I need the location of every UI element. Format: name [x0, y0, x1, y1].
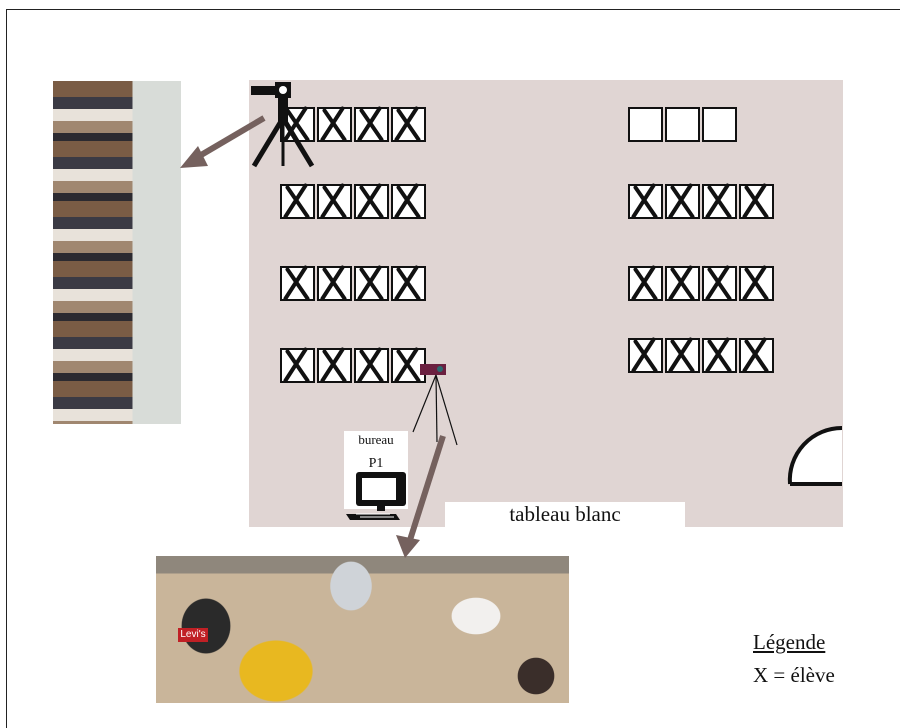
student-mark — [668, 183, 695, 219]
arrow-to-side-photo — [180, 115, 266, 168]
student-mark — [742, 265, 769, 301]
student-mark — [320, 265, 347, 301]
legend-title: Légende — [753, 630, 826, 654]
video-camera-icon — [412, 364, 458, 446]
whiteboard-label: tableau blanc — [445, 502, 685, 527]
student-mark — [357, 265, 384, 301]
student-mark — [283, 347, 310, 383]
student-mark — [320, 347, 347, 383]
student-mark — [394, 183, 421, 219]
student-mark — [283, 265, 310, 301]
student-mark — [742, 183, 769, 219]
computer-icon — [346, 472, 406, 520]
student-mark — [705, 337, 732, 373]
page-frame — [6, 9, 900, 728]
student-mark — [357, 183, 384, 219]
student-mark — [705, 183, 732, 219]
student-mark — [320, 106, 347, 142]
student-mark — [668, 337, 695, 373]
student-mark — [394, 265, 421, 301]
student-mark — [357, 106, 384, 142]
shirt-logo: Levi's — [178, 628, 208, 642]
student-mark — [705, 265, 732, 301]
teacher-desk-label: bureau — [358, 432, 394, 447]
student-mark — [631, 183, 658, 219]
arrow-to-front-photo — [396, 435, 446, 558]
desk — [628, 107, 663, 142]
door-arc — [787, 425, 843, 485]
student-mark — [320, 183, 347, 219]
door-swing — [789, 427, 842, 484]
legend-item-student: X = élève — [753, 663, 835, 687]
student-mark — [394, 347, 421, 383]
student-mark — [668, 265, 695, 301]
desk — [665, 107, 700, 142]
desk-groups — [280, 106, 774, 383]
student-mark — [283, 106, 310, 142]
classroom-photo-front-view: Levi's — [156, 556, 569, 703]
telescope-camera-icon — [251, 82, 315, 168]
student-mark — [283, 183, 310, 219]
student-mark — [631, 337, 658, 373]
student-mark — [742, 337, 769, 373]
teacher-desk-name: P1 — [368, 456, 384, 471]
desk — [702, 107, 737, 142]
student-mark — [394, 106, 421, 142]
classroom-photo-side-view — [53, 81, 181, 424]
student-mark — [357, 347, 384, 383]
student-mark — [631, 265, 658, 301]
